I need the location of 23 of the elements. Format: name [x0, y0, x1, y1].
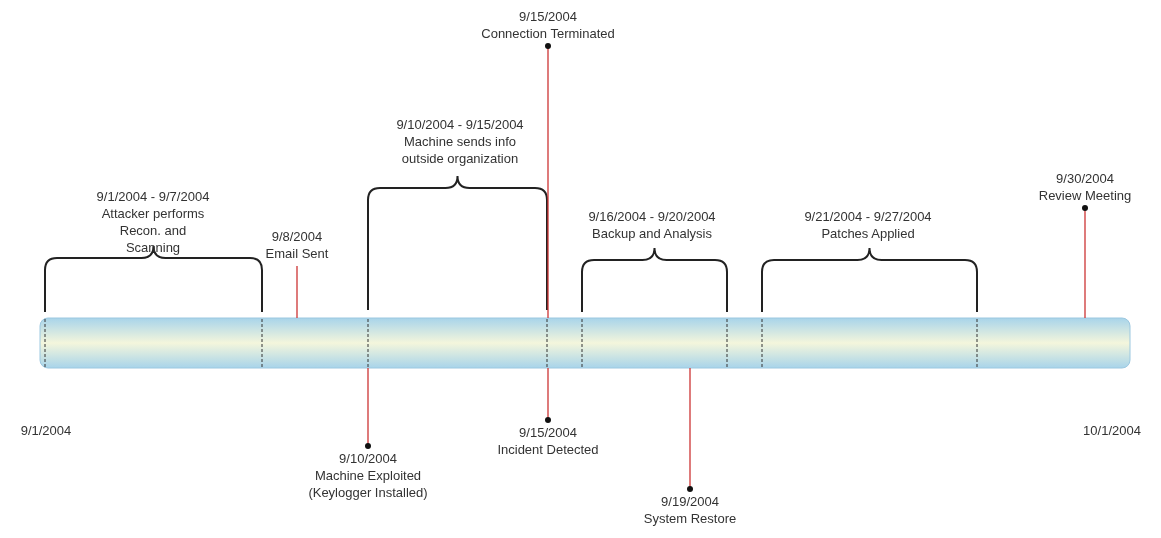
range-description: Backup and Analysis: [591, 225, 713, 242]
start-date: 9/1/2004: [19, 422, 73, 439]
leader-line: [365, 367, 371, 449]
range-description: Machine sends info outside organization: [400, 133, 520, 167]
range-date: 9/1/2004 - 9/7/2004: [95, 188, 211, 205]
event-label: 9/15/2004 Incident Detected: [473, 424, 623, 458]
event-label: 9/8/2004 Email Sent: [242, 228, 352, 262]
leader-line: [1082, 205, 1088, 319]
timeline-bar: [39, 317, 1131, 369]
range-date: 9/21/2004 - 9/27/2004: [803, 208, 933, 225]
range-date: 9/16/2004 - 9/20/2004: [587, 208, 717, 225]
leader-line: [296, 265, 298, 319]
range-date: 9/10/2004 - 9/15/2004: [395, 116, 525, 133]
event-label: 9/30/2004 Review Meeting: [1020, 170, 1150, 204]
range-description: Attacker performs Recon. and Scanning: [100, 205, 206, 256]
leader-line: [545, 367, 551, 423]
range-description: Patches Applied: [820, 225, 916, 242]
event-label: 9/15/2004 Connection Terminated: [458, 8, 638, 42]
leader-line: [687, 367, 693, 492]
leader-line: [545, 43, 551, 319]
event-label: 9/10/2004 Machine Exploited (Keylogger Installed): [283, 450, 453, 501]
end-date: 10/1/2004: [1082, 422, 1142, 439]
event-label: 9/19/2004 System Restore: [625, 493, 755, 527]
